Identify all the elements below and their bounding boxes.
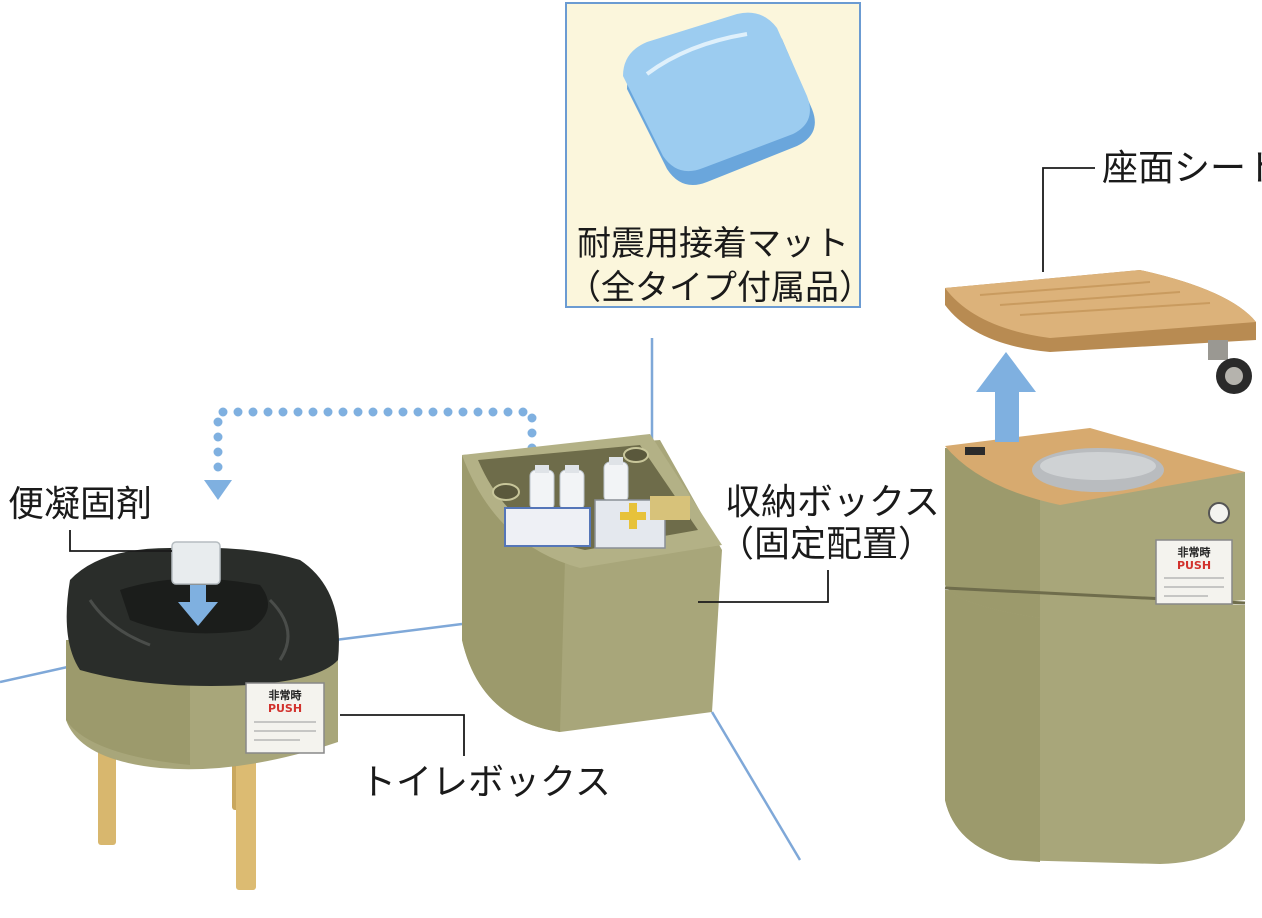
inset-caption-line2: （全タイプ付属品）	[567, 268, 873, 308]
storage-box-label-line2: （固定配置）	[718, 524, 935, 565]
emergency-sticker: 非常時 PUSH	[245, 682, 325, 754]
storage-box	[462, 434, 722, 732]
coagulant-packet	[171, 541, 221, 585]
svg-text:PUSH: PUSH	[1177, 559, 1211, 572]
seat-sheet	[945, 270, 1256, 394]
arrow-up-icon	[976, 352, 1036, 442]
earthquake-mat-inset: 耐震用接着マット （全タイプ付属品）	[565, 2, 873, 308]
inset-caption-line1: 耐震用接着マット	[577, 224, 849, 264]
arrow-down-icon	[178, 585, 218, 626]
svg-text:非常時: 非常時	[269, 688, 302, 702]
leader-lines	[69, 167, 1095, 756]
svg-text:非常時: 非常時	[1178, 545, 1211, 559]
seat-sheet-label: 座面シート	[1102, 148, 1262, 189]
arrow-down-icon	[204, 480, 232, 500]
emergency-sticker: 非常時 PUSH	[1155, 539, 1233, 605]
dotted-transfer-arrow	[204, 407, 537, 500]
toilet-box-label: トイレボックス	[360, 762, 611, 803]
storage-box-label-line1: 収納ボックス	[725, 482, 940, 523]
svg-text:PUSH: PUSH	[268, 702, 302, 715]
anti-quake-mat-illustration	[623, 12, 815, 186]
assembled-toilet-unit: 非常時 PUSH	[944, 270, 1256, 864]
coagulant-label: 便凝固剤	[8, 484, 153, 525]
toilet-box: 非常時 PUSH	[66, 541, 339, 890]
